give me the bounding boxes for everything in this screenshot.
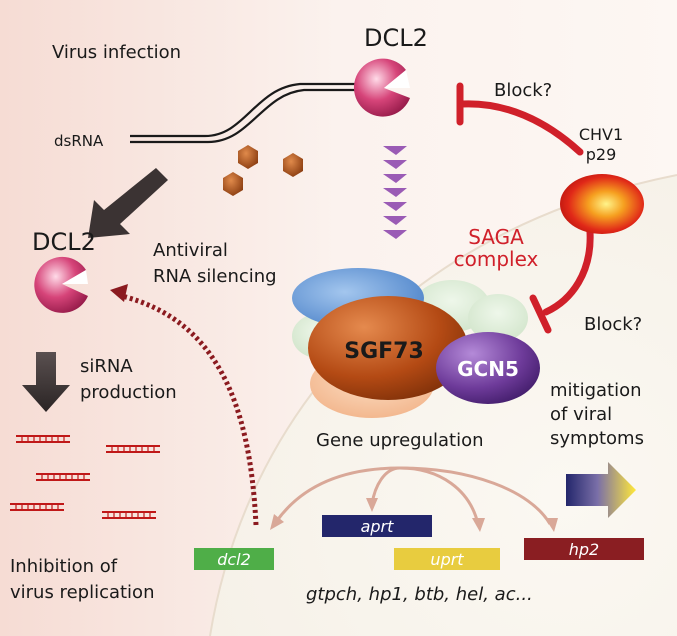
virus-particle-icon [283,153,303,177]
of-viral-label: of viral [550,404,612,425]
sirna-duplex-icon [106,445,160,453]
virus-particle-icon [223,172,243,196]
dcl2-protein-left-icon [34,256,88,313]
saga-complex [292,268,540,418]
block-bottom-label: Block? [584,314,642,335]
virus-replication-label: virus replication [10,582,154,603]
p29-blocks-dcl2-inhibitor [456,82,584,156]
sirna-duplex-icon [36,473,90,481]
sgf73-protein-icon [308,296,468,400]
gene-box-aprt [322,515,432,537]
dcl2-protein-top-icon [353,58,410,117]
symptoms-label: symptoms [550,428,644,449]
block-top-label: Block? [494,80,552,101]
sirna-down-arrow-icon [22,352,70,412]
saga-subunit-icon [468,294,528,342]
gene-box-hp2 [524,538,644,560]
gene-label-hp2: hp2 [569,540,599,559]
signal-chevrons-icon [383,146,407,239]
virus-particles [223,145,303,196]
virus-infection-label: Virus infection [52,42,181,63]
infection-arrow-icon [88,168,168,238]
antiviral-label: Antiviral [153,240,228,261]
gene-box-dcl2 [194,548,274,570]
p29-blocks-saga-inhibitor [529,228,594,334]
dsrna-label: dsRNA [54,132,104,150]
saga-complex-label: complex [454,247,539,271]
mitigation-label: mitigation [550,380,642,401]
gene-label-uprt: uprt [430,550,464,569]
gcn5-protein-icon [436,332,540,404]
sirna-duplex-icon [102,511,156,519]
saga-label: SAGA [468,225,524,249]
dcl2-top-label: DCL2 [364,24,428,52]
sirna-duplexes [10,435,160,519]
dcl2-left-label: DCL2 [32,228,96,256]
inhibition-label: Inhibition of [10,556,118,577]
chv1-label: CHV1 [579,125,623,144]
sgf73-label: SGF73 [344,339,424,364]
sirna-label: siRNA [80,356,133,377]
mitigation-arrow-icon [566,462,636,518]
p29-label: p29 [586,145,617,164]
other-genes-label: gtpch, hp1, btb, hel, ac... [306,584,533,605]
gcn5-label: GCN5 [457,357,519,381]
dsrna-strand [130,82,355,144]
gene-upregulation-label: Gene upregulation [316,430,483,451]
gene-box-uprt [394,548,500,570]
gene-label-aprt: aprt [361,517,395,536]
virus-particle-icon [238,145,258,169]
sirna-duplex-icon [16,435,70,443]
upregulation-arrowheads [270,498,558,532]
production-label: production [80,382,177,403]
chv1-p29-protein-icon [560,174,644,234]
rna-silencing-label: RNA silencing [153,266,277,287]
sirna-duplex-icon [10,503,64,511]
gene-label-dcl2: dcl2 [217,550,251,569]
antiviral-dotted-arrow [110,284,259,526]
